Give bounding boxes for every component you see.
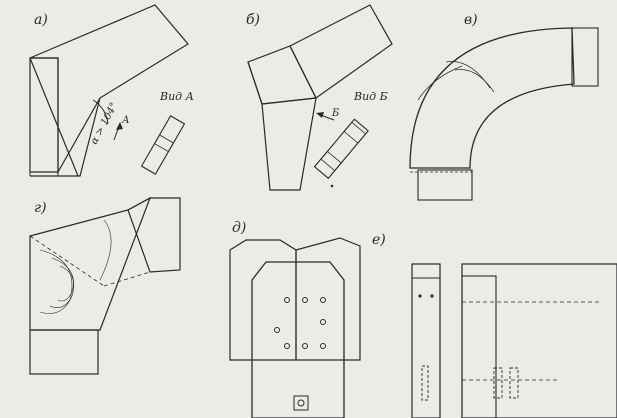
upper-rail bbox=[289, 4, 393, 99]
side-rail bbox=[295, 237, 361, 361]
panel-v-label: в) bbox=[464, 12, 478, 28]
panel-v: в) bbox=[409, 12, 599, 201]
bolt-plate bbox=[293, 395, 309, 411]
angle-arc bbox=[92, 99, 109, 125]
front-post bbox=[251, 261, 345, 418]
panel-g-label: г) bbox=[34, 200, 47, 216]
end-grain-bottom bbox=[417, 169, 473, 201]
panel-g: г) bbox=[29, 196, 181, 375]
arrow-b-label: Б bbox=[331, 108, 340, 119]
side-end-grain bbox=[127, 197, 181, 273]
lower-post bbox=[261, 97, 317, 191]
panel-e: е) bbox=[372, 232, 617, 418]
view-b-section bbox=[313, 118, 369, 180]
view-a-label: Вид А bbox=[159, 90, 194, 103]
back-post bbox=[229, 239, 297, 361]
panel-a: а) α > 104° А Вид А bbox=[29, 4, 194, 177]
end-grain-right bbox=[571, 27, 599, 87]
panel-b-label: б) bbox=[246, 12, 260, 28]
panel-a-label: а) bbox=[34, 12, 48, 28]
panel-d-label: д) bbox=[232, 220, 246, 236]
panel-b: б) Б Вид Б bbox=[246, 4, 393, 191]
angled-rail bbox=[29, 4, 189, 175]
wide-board bbox=[29, 196, 152, 331]
side-view-beam bbox=[461, 263, 617, 418]
post-outline bbox=[30, 97, 101, 177]
panel-e-label: е) bbox=[372, 232, 386, 248]
bottom-end-grain bbox=[29, 329, 99, 375]
middle-wedge bbox=[247, 45, 317, 105]
view-b-label: Вид Б bbox=[353, 90, 388, 103]
side-view-post bbox=[461, 275, 497, 418]
arrow-a-label: А bbox=[121, 115, 130, 126]
end-view-post bbox=[411, 263, 441, 418]
view-a-section bbox=[140, 115, 186, 175]
curved-rail bbox=[409, 27, 575, 169]
panel-d: д) bbox=[229, 220, 361, 418]
